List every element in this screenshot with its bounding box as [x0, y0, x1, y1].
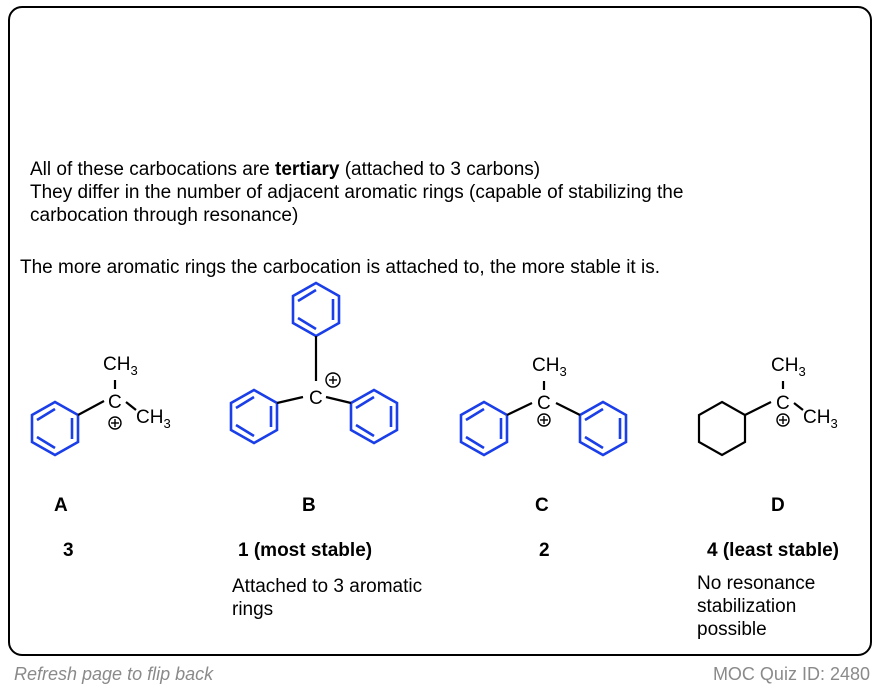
benzene-ring-c-right	[578, 400, 628, 457]
positive-charge-a	[108, 416, 122, 430]
molecule-b: C	[229, 281, 399, 445]
label-c: C	[535, 495, 549, 516]
benzene-ring-a	[30, 400, 80, 457]
cation-carbon-d: C	[776, 393, 790, 414]
benzene-ring-c-left	[459, 400, 509, 457]
quiz-id: MOC Quiz ID: 2480	[712, 664, 870, 684]
intro-line-1: All of these carbocations are tertiary (…	[30, 159, 541, 180]
methyl-top-d: CH3	[771, 355, 806, 379]
rank-a: 3	[63, 540, 74, 561]
note-d: No resonance stabilization possible	[697, 573, 816, 640]
intro-line-3: carbocation through resonance)	[30, 205, 299, 226]
intro-line-2: They differ in the number of adjacent ar…	[30, 182, 684, 203]
flip-back-hint[interactable]: Refresh page to flip back	[14, 664, 214, 684]
positive-charge-c	[537, 413, 551, 427]
benzene-ring-b-top	[291, 281, 341, 338]
molecule-c: C CH3	[459, 355, 628, 457]
methyl-right-d: CH3	[803, 407, 838, 431]
tertiary-emphasis: tertiary	[275, 159, 340, 180]
rank-d: 4 (least stable)	[707, 540, 839, 561]
benzene-ring-b-right	[349, 388, 399, 445]
cation-carbon-c: C	[537, 393, 551, 414]
stability-rule: The more aromatic rings the carbocation …	[20, 257, 660, 278]
intro-text: All of these carbocations are tertiary (…	[30, 158, 683, 227]
molecule-a: C CH3 CH3	[30, 354, 171, 457]
label-b: B	[302, 495, 316, 516]
cyclohexane-ring-d	[697, 400, 747, 457]
molecule-d: C CH3 CH3	[697, 355, 838, 457]
methyl-right-a: CH3	[136, 407, 171, 431]
label-d: D	[771, 495, 785, 516]
methyl-top-a: CH3	[103, 354, 138, 378]
rank-b: 1 (most stable)	[238, 540, 373, 561]
positive-charge-b	[325, 372, 341, 388]
positive-charge-d	[776, 413, 790, 427]
note-b: Attached to 3 aromatic rings	[232, 576, 423, 620]
cation-carbon-a: C	[108, 392, 122, 413]
cation-carbon-b: C	[309, 388, 323, 409]
label-a: A	[54, 495, 68, 516]
quiz-card	[8, 6, 872, 656]
benzene-ring-b-left	[229, 388, 279, 445]
rank-c: 2	[539, 540, 550, 561]
methyl-top-c: CH3	[532, 355, 567, 379]
